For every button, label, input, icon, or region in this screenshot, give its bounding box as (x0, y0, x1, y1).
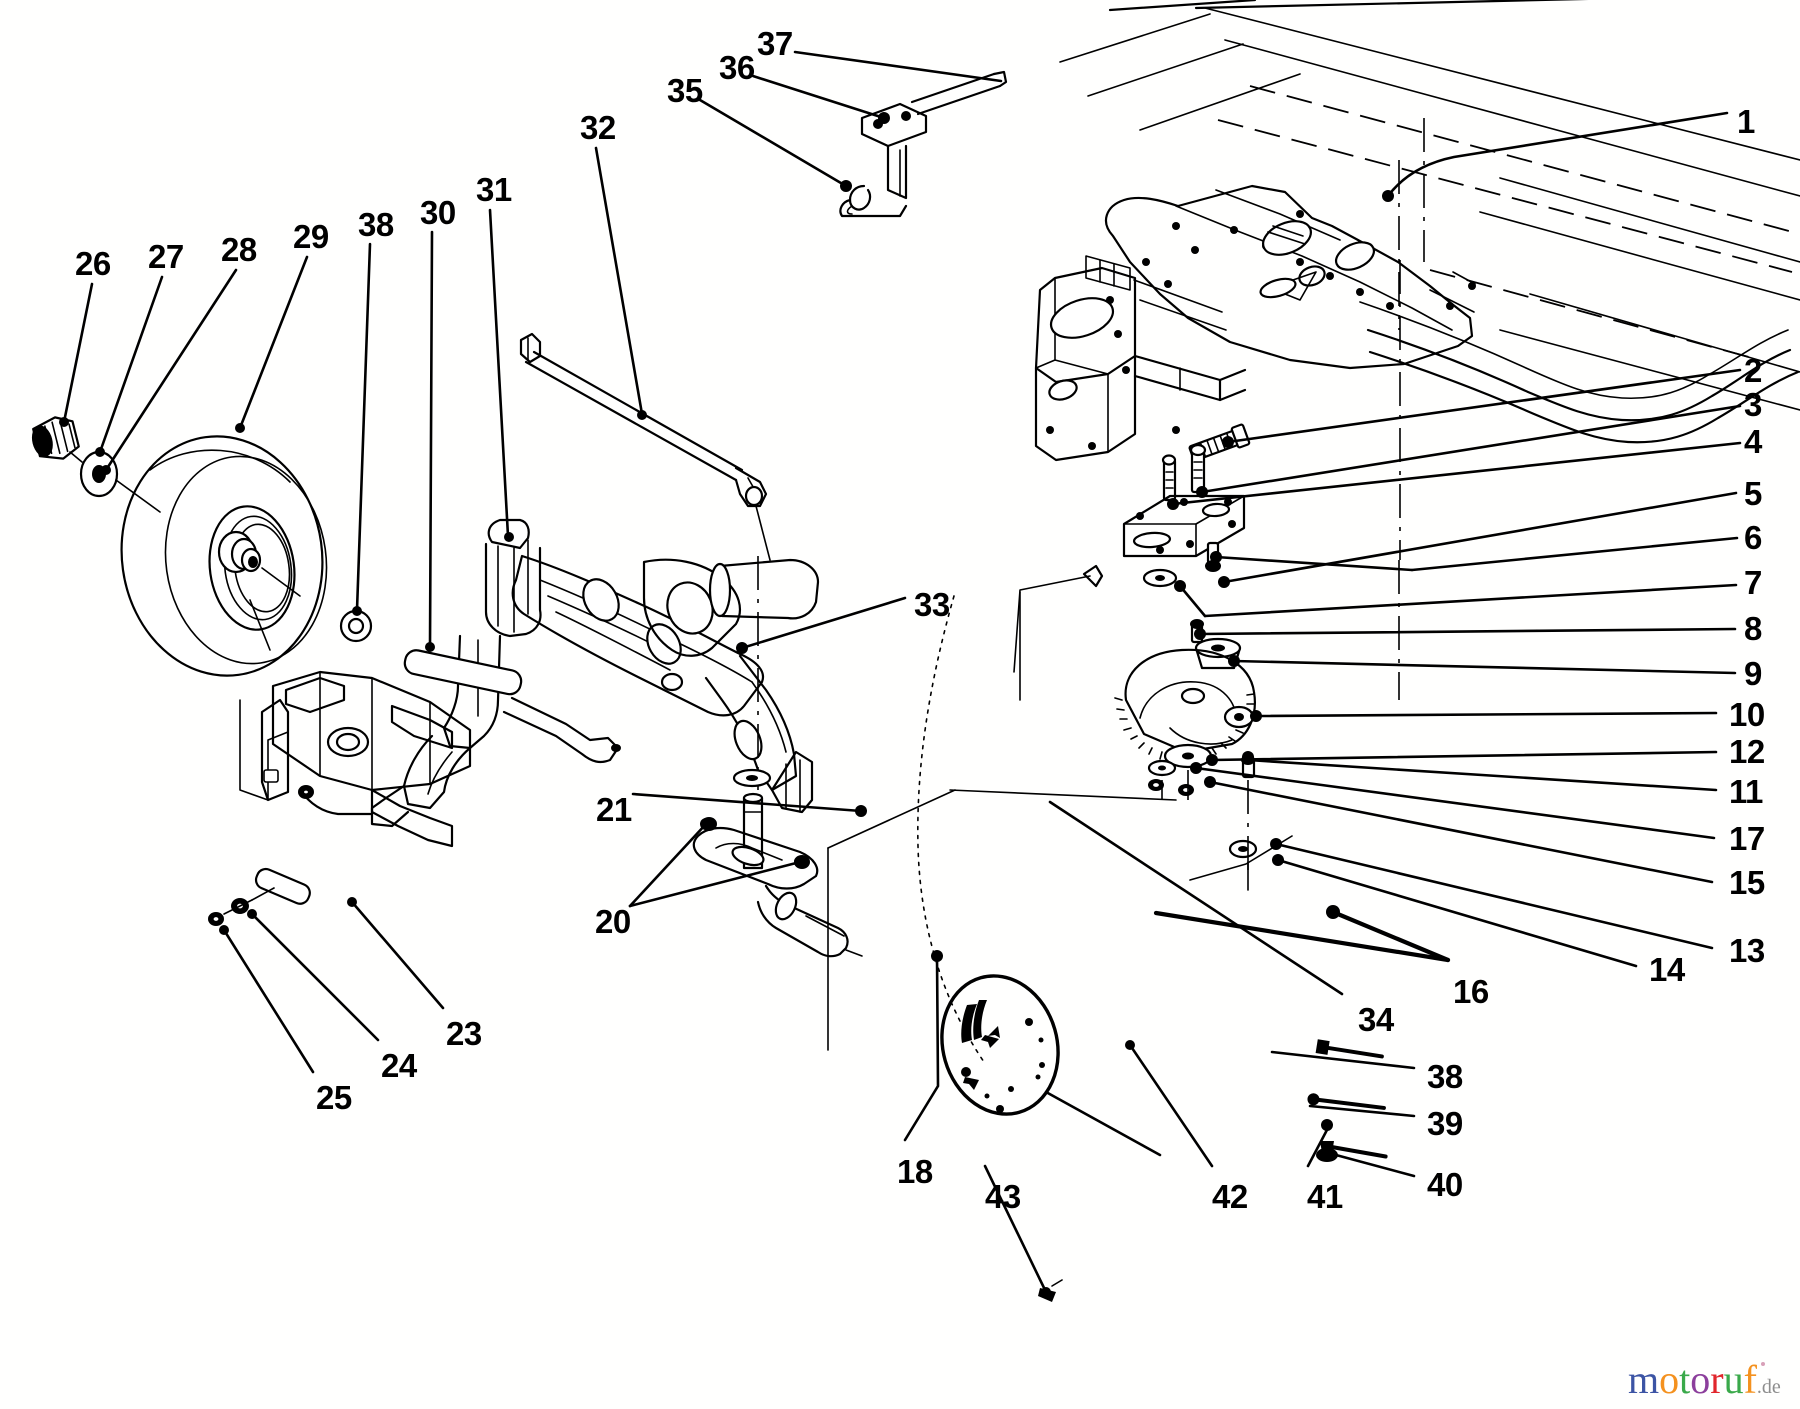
callout-41: 41 (1307, 1178, 1343, 1215)
callout-17: 17 (1729, 820, 1765, 857)
callout-2: 2 (1744, 352, 1762, 389)
steering-gear-shaft-group (208, 332, 1177, 1063)
callout-12: 12 (1729, 733, 1765, 770)
watermark-letter-r: r (1710, 1357, 1724, 1402)
motoruf-watermark: motoruf.de (1628, 1356, 1794, 1404)
callout-26: 26 (75, 245, 111, 282)
callout-10: 10 (1729, 696, 1765, 733)
watermark-letter-u: u (1723, 1357, 1744, 1402)
callout-30: 30 (420, 194, 456, 231)
callout-15: 15 (1729, 864, 1765, 901)
callout-38-left: 38 (358, 206, 394, 243)
brake-lever-group (839, 70, 1008, 218)
watermark-letter-f: f (1743, 1357, 1757, 1402)
callout-11: 11 (1729, 773, 1763, 810)
watermark-letter-t: t (1679, 1357, 1691, 1402)
callout-1: 1 (1737, 103, 1755, 140)
callout-32: 32 (580, 109, 616, 146)
watermark-letter-m: m (1628, 1357, 1660, 1402)
callout-25: 25 (316, 1079, 352, 1116)
callout-29: 29 (293, 218, 329, 255)
callout-35: 35 (667, 72, 703, 109)
watermark-dot (1761, 1362, 1765, 1366)
callout-43: 43 (985, 1178, 1021, 1215)
callout-9: 9 (1744, 655, 1762, 692)
callout-31: 31 (476, 171, 512, 208)
callout-23: 23 (446, 1015, 482, 1052)
callout-6: 6 (1744, 519, 1762, 556)
cover-cap-group (940, 974, 1388, 1302)
callout-33: 33 (914, 586, 950, 623)
callout-42: 42 (1212, 1178, 1248, 1215)
callout-34: 34 (1358, 1001, 1394, 1038)
leader-lines-group (59, 50, 1742, 1297)
callout-13: 13 (1729, 932, 1765, 969)
callout-5: 5 (1744, 475, 1762, 512)
callout-14: 14 (1649, 951, 1685, 988)
frame-and-deck-group (1034, 0, 1800, 700)
callout-7: 7 (1744, 564, 1762, 601)
callout-27: 27 (148, 238, 184, 275)
callout-28: 28 (221, 231, 257, 268)
callout-39: 39 (1427, 1105, 1463, 1142)
callout-37: 37 (757, 25, 793, 62)
callout-4: 4 (1744, 423, 1762, 460)
watermark-letter-o1: o (1659, 1357, 1680, 1402)
wheel-assembly-group (31, 416, 328, 677)
watermark-suffix: .de (1756, 1376, 1781, 1398)
callout-3: 3 (1744, 386, 1762, 423)
callout-38-right: 38 (1427, 1058, 1463, 1095)
callout-8: 8 (1744, 610, 1762, 647)
callout-16: 16 (1453, 973, 1489, 1010)
callout-40: 40 (1427, 1166, 1463, 1203)
callout-24: 24 (381, 1047, 417, 1084)
right-hardware-column-group (1114, 423, 1293, 891)
callout-18: 18 (897, 1153, 933, 1190)
callout-20: 20 (595, 903, 631, 940)
callout-36: 36 (719, 49, 755, 86)
watermark-letter-o2: o (1690, 1357, 1711, 1402)
callout-21: 21 (596, 791, 632, 828)
